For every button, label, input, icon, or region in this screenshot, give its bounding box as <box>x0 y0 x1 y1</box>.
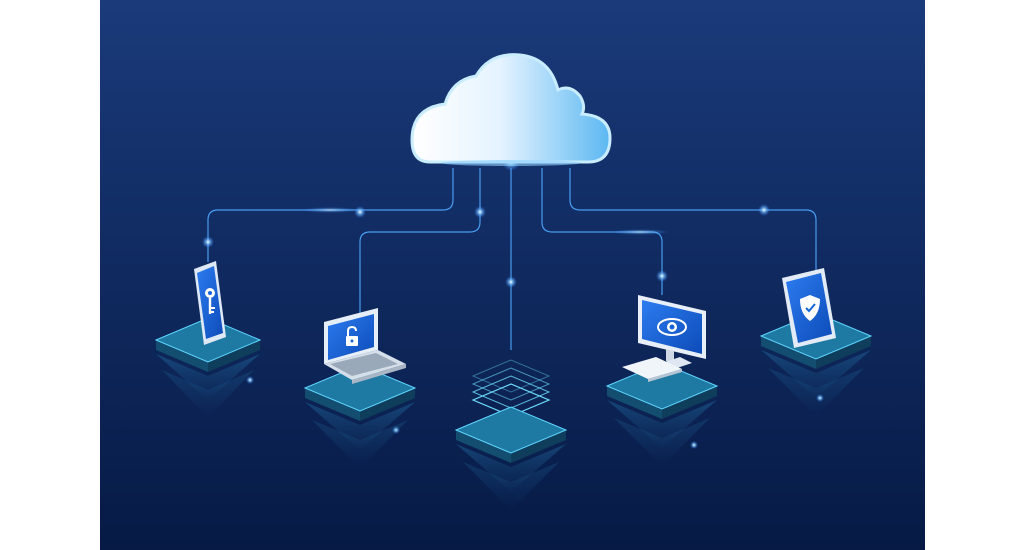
connector-lines <box>207 168 817 350</box>
connector-monitor <box>541 168 663 295</box>
tablet-device <box>759 268 873 416</box>
laptop <box>324 308 406 384</box>
connector-laptop <box>359 168 481 318</box>
eye-icon <box>657 318 687 336</box>
data-stack-icon <box>471 359 551 417</box>
desktop-monitor-device <box>605 295 719 466</box>
cloud-network-illustration <box>100 0 925 550</box>
platform <box>303 364 417 468</box>
platform <box>605 362 719 466</box>
platform <box>154 317 262 418</box>
key-icon <box>205 288 215 314</box>
keyboard <box>622 357 682 379</box>
smartphone-device <box>154 261 262 418</box>
phone <box>194 261 226 345</box>
laptop-device <box>303 308 417 468</box>
tablet <box>782 268 836 348</box>
shield-check-icon <box>800 295 820 321</box>
server-device <box>454 352 568 510</box>
connector-tablet <box>569 168 817 276</box>
monitor <box>622 295 706 382</box>
cloud-icon <box>410 53 612 166</box>
padlock-icon <box>346 325 358 346</box>
platform <box>454 406 568 510</box>
